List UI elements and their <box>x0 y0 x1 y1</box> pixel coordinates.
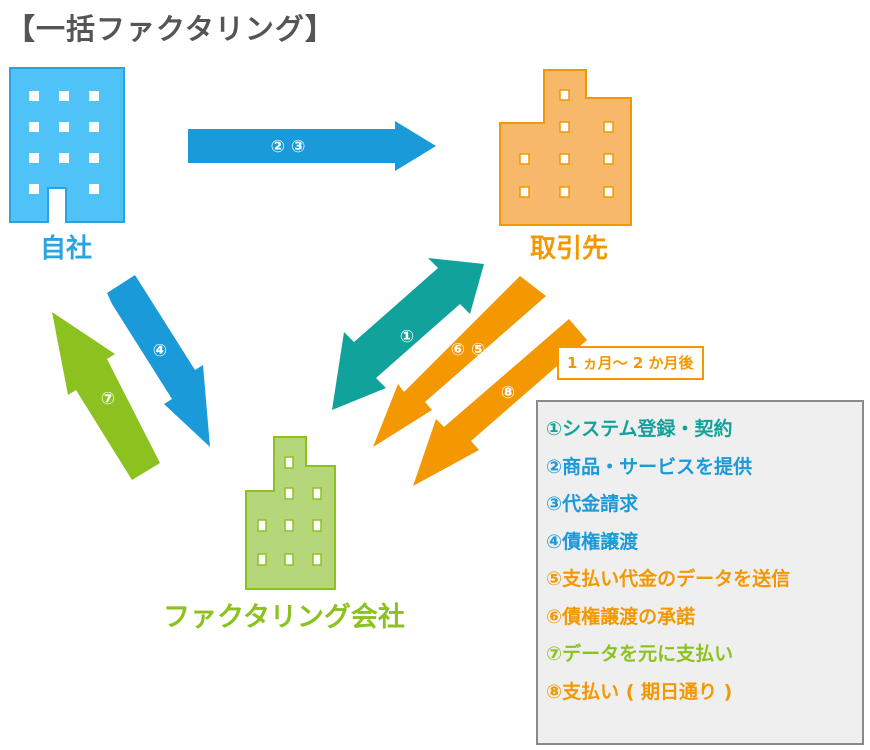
legend-item-4: ④債権譲渡 <box>546 530 639 553</box>
arrow-self-to-factoring: ④ <box>107 275 210 447</box>
self-company-label: 自社 <box>40 234 93 264</box>
legend-item-5: ⑤支払い代金のデータを送信 <box>546 568 791 590</box>
legend-item-3: ③代金請求 <box>546 493 639 515</box>
arrow-label-8: ⑧ <box>501 383 515 403</box>
arrow-label-1: ① <box>400 327 414 347</box>
partner-label: 取引先 <box>530 234 609 264</box>
arrow-self-to-partner: ② ③ <box>188 121 436 171</box>
arrow-label-4: ④ <box>153 341 167 361</box>
partner-building-icon <box>499 69 632 226</box>
factoring-company-label: ファクタリング会社 <box>163 602 405 633</box>
legend-item-6: ⑥債権譲渡の承諾 <box>546 605 696 628</box>
legend-item-1: ①システム登録・契約 <box>546 418 733 440</box>
arrow-factoring-partner-registration: ① <box>332 258 484 410</box>
legend-item-8: ⑧支払い ( 期日通り ) <box>546 680 733 703</box>
arrow-label-2-3: ② ③ <box>271 137 306 157</box>
timing-note: 1 ヵ月〜 2 か月後 <box>557 346 704 380</box>
arrow-label-7: ⑦ <box>101 389 115 409</box>
arrow-factoring-partner-payment: ⑧ <box>413 319 587 486</box>
legend-item-2: ②商品・サービスを提供 <box>546 455 753 478</box>
legend-item-7: ⑦データを元に支払い <box>546 643 734 665</box>
arrow-partner-to-factoring-data: ⑥ ⑤ <box>373 276 546 447</box>
factoring-building-icon <box>245 436 336 590</box>
arrow-factoring-to-self: ⑦ <box>52 312 160 480</box>
page-title: 【一括ファクタリング】 <box>6 12 335 46</box>
legend-box: ①システム登録・契約 ②商品・サービスを提供 ③代金請求 ④債権譲渡 ⑤支払い代… <box>536 400 864 745</box>
self-building-icon <box>9 67 125 223</box>
arrow-label-6-5: ⑥ ⑤ <box>451 340 486 360</box>
